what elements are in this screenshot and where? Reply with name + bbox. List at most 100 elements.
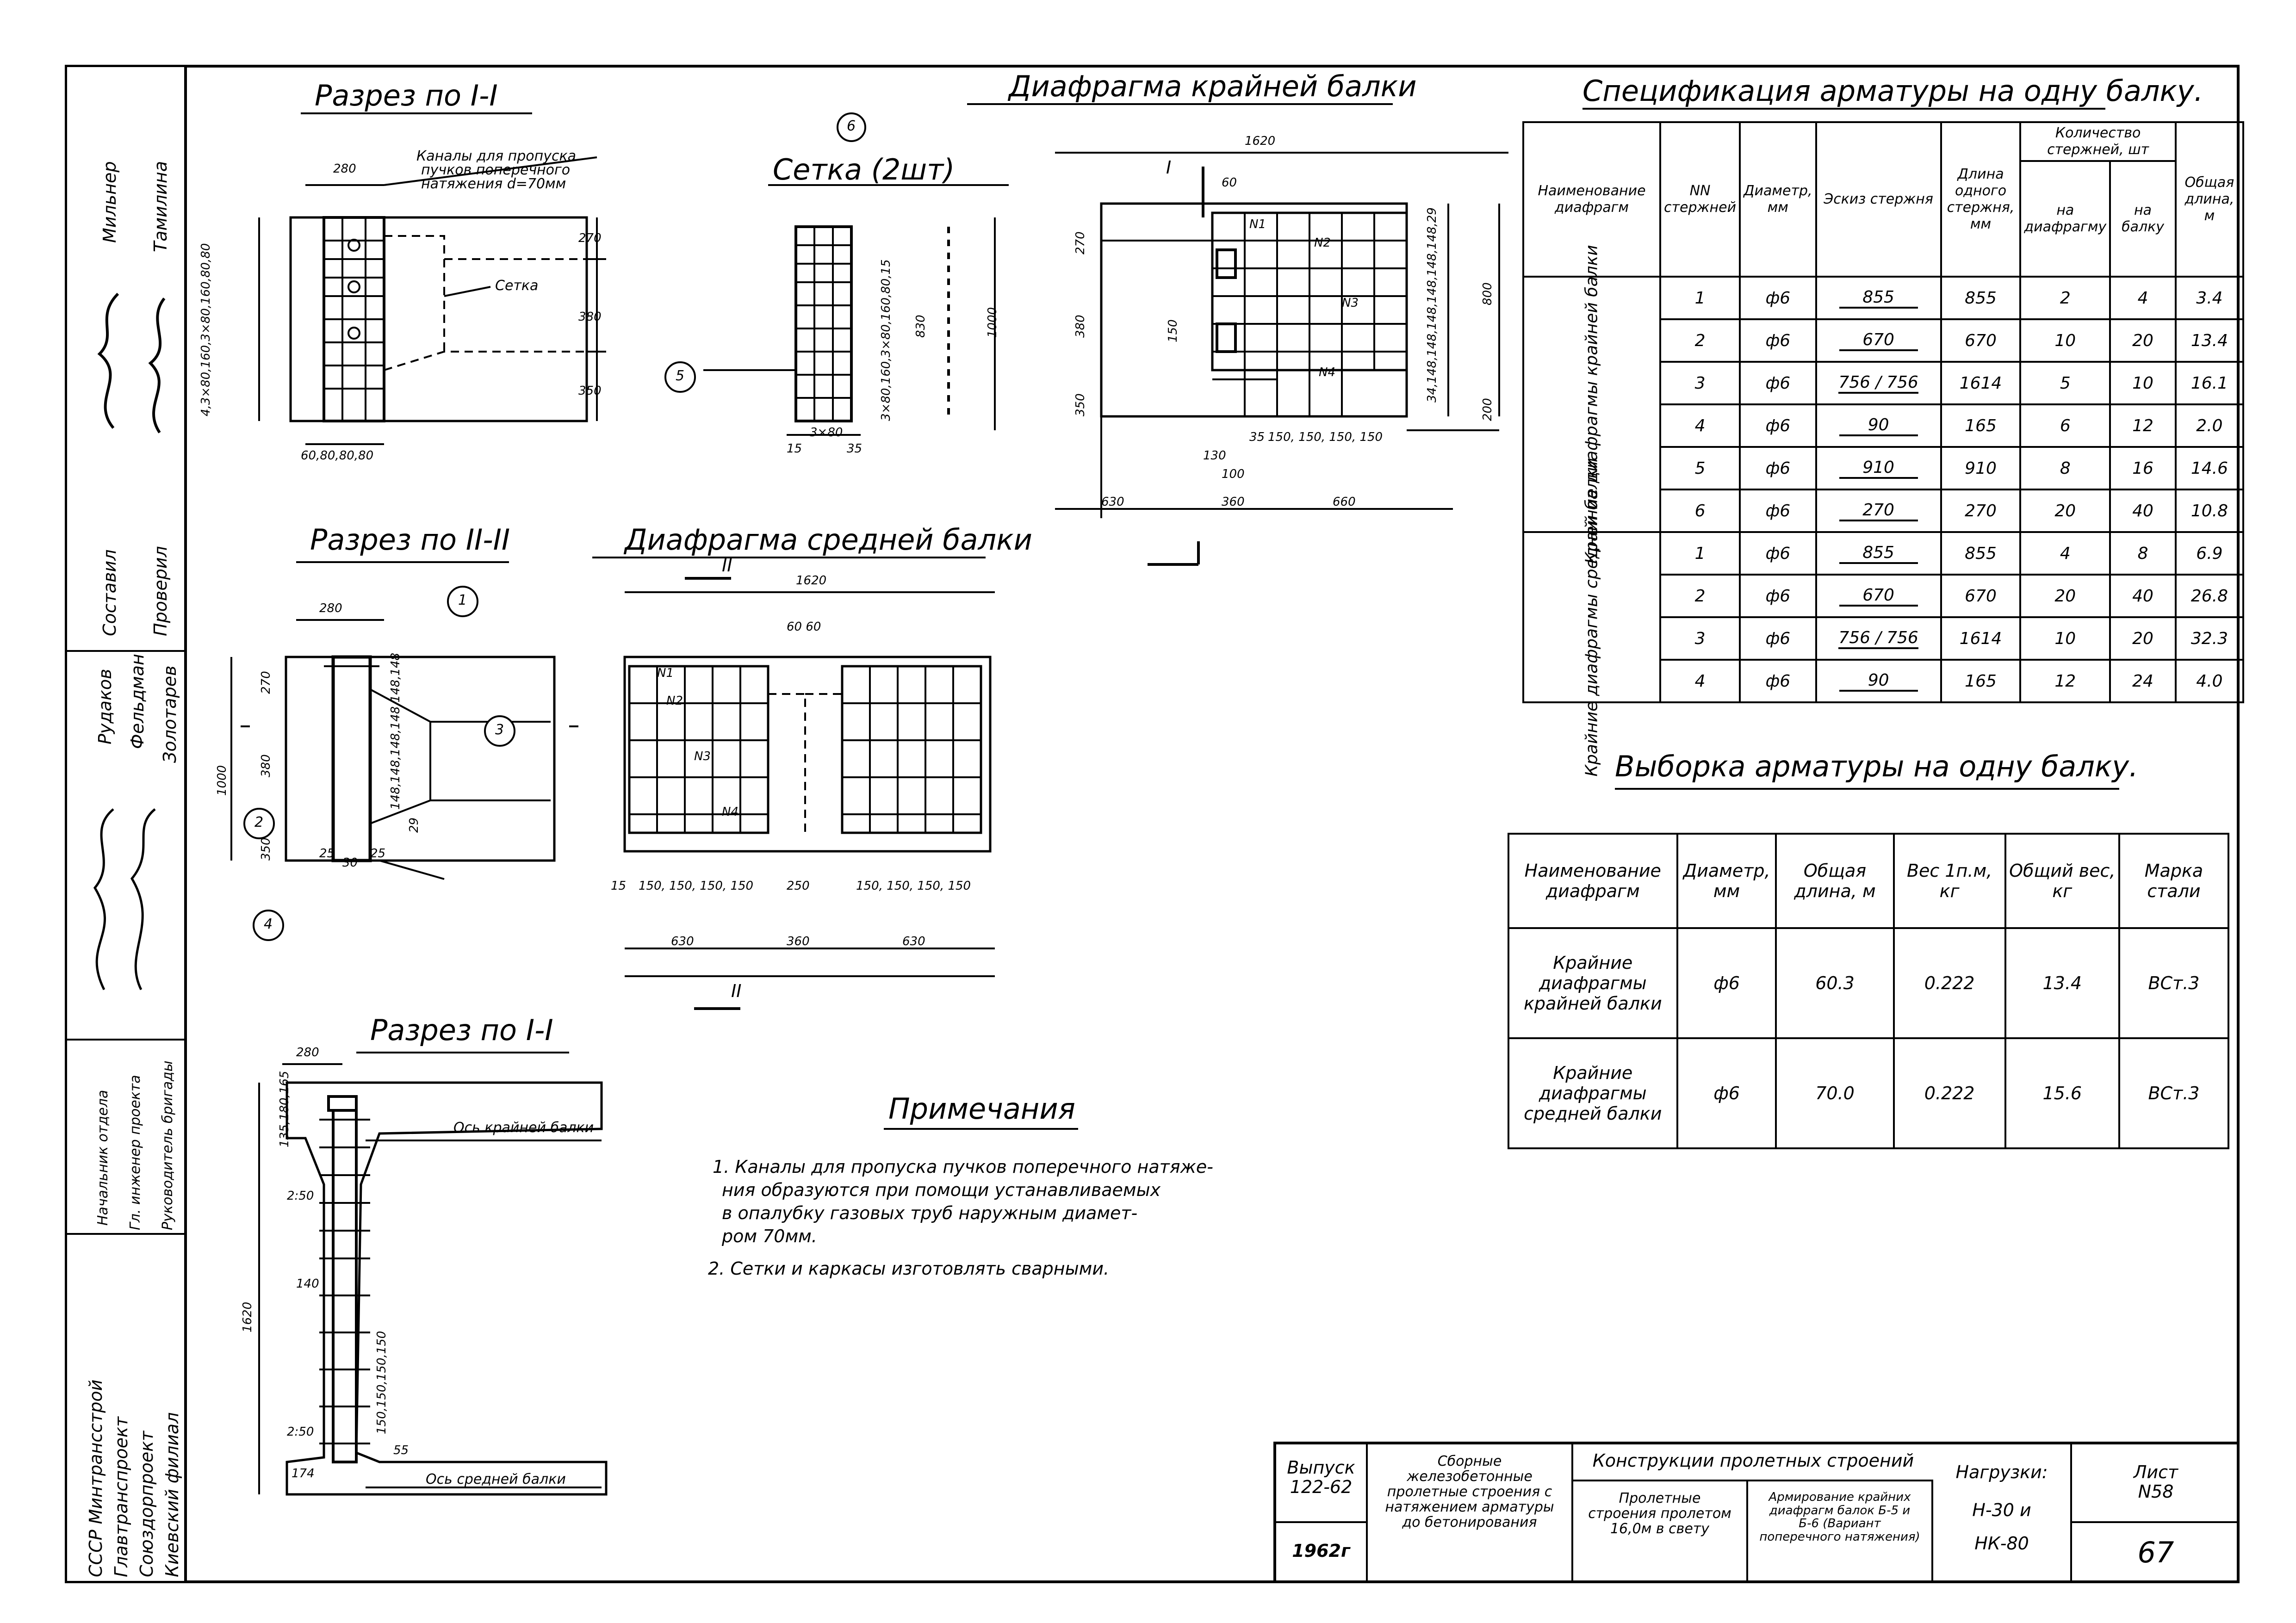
edge-dim-150s: 150, 150, 150, 150 xyxy=(1268,430,1383,444)
mid-dim-60: 60 60 xyxy=(787,620,821,634)
bar-sketch: 855 xyxy=(1839,288,1918,309)
section-1-view xyxy=(258,156,606,445)
tb-sheet: N58 xyxy=(2138,1481,2174,1502)
s1-dim-380: 380 xyxy=(578,310,602,324)
signature-1 xyxy=(86,285,137,437)
cell: 2 xyxy=(1659,574,1741,618)
stamp-block-2: Рудаков Фельдман Золотарев xyxy=(67,650,184,1039)
bar-sketch: 756 / 756 xyxy=(1838,373,1918,394)
edge-dim-380: 380 xyxy=(1074,315,1087,338)
cell: 70.0 xyxy=(1775,1037,1895,1149)
setka-callout: Сетка xyxy=(495,278,539,294)
tb-year: 1962г xyxy=(1276,1523,1368,1583)
edge-dim-360: 360 xyxy=(1222,495,1245,509)
edge-dim-vertical: 34,148,148,148,148,148,148,29 xyxy=(1425,207,1439,403)
notes-line-2: ния образуются при помощи устанавливаемы… xyxy=(722,1180,1161,1200)
cell: Крайние диафрагмы средней балки xyxy=(1508,1037,1678,1149)
s3-dim-150s: 150,150,150,150 xyxy=(375,1331,389,1434)
bar-sketch: 90 xyxy=(1839,671,1918,692)
notes-line-3: в опалубку газовых труб наружным диамет- xyxy=(722,1203,1138,1223)
vyb-header-diam: Диаметр, мм xyxy=(1676,833,1777,929)
cell: 60.3 xyxy=(1775,927,1895,1039)
cell: 26.8 xyxy=(2174,574,2245,618)
mid-section-mark: II xyxy=(722,555,732,576)
cell: 8 xyxy=(2109,531,2177,576)
table-row: 2 ф6 670 670 10 20 13.4 xyxy=(1523,318,2245,363)
tb-load-2: НК-80 xyxy=(1974,1533,2029,1554)
signature-3 xyxy=(76,805,178,999)
cell: 4 xyxy=(1659,403,1741,448)
bar-sketch: 910 xyxy=(1839,458,1918,479)
vyb-header-steel: Марка стали xyxy=(2118,833,2230,929)
cell: 2 xyxy=(1659,318,1741,363)
edge-dim-150: 150 xyxy=(1166,319,1180,342)
s2-dim-25b: 25 xyxy=(370,847,386,861)
setka-dim-6: 1000 xyxy=(986,307,999,338)
table-row: Крайние диафрагмы крайней балки ф6 60.3 … xyxy=(1508,927,2230,1039)
table-row: 3 ф6 756 / 756 1614 5 10 16.1 xyxy=(1523,361,2245,405)
s3-dim-slope-2: 2:50 xyxy=(287,1425,314,1439)
cell: 1614 xyxy=(1940,361,2022,405)
cell: 1 xyxy=(1659,531,1741,576)
s2-dim-350: 350 xyxy=(259,837,273,861)
cell: 165 xyxy=(1940,659,2022,703)
marker-2: 2 xyxy=(254,814,264,830)
notes-line-4: ром 70мм. xyxy=(722,1226,817,1246)
section-2-title: Разрез по II-II xyxy=(310,523,510,557)
s2-dim-280: 280 xyxy=(319,601,342,615)
s1-dim-350: 350 xyxy=(578,384,602,398)
cell: 10 xyxy=(2109,361,2177,405)
s1-dim-bottom: 60,80,80,80 xyxy=(301,449,374,463)
s3-dim-1620: 1620 xyxy=(241,1301,254,1332)
cell: 855 xyxy=(1940,531,2022,576)
tb-span: Пролетные строения пролетом 16,0м в свет… xyxy=(1573,1481,1748,1583)
mid-dim-150s-left: 150, 150, 150, 150 xyxy=(639,879,754,893)
marker-1: 1 xyxy=(458,592,467,608)
mid-dim-630a: 630 xyxy=(671,935,694,948)
marker-6: 6 xyxy=(847,118,856,134)
bar-sketch: 270 xyxy=(1839,501,1918,521)
notes-line-5: 2. Сетки и каркасы изготовлять сварными. xyxy=(708,1258,1110,1279)
notes-title: Примечания xyxy=(888,1092,1075,1126)
tb-page: 67 xyxy=(2137,1536,2174,1569)
cell: 855 xyxy=(1815,531,1942,576)
middle-diaphragm-view xyxy=(623,577,995,1010)
setka-dim-4: 3×80,160,3×80,160,80,15 xyxy=(879,259,893,421)
vyb-header-w1: Вес 1п.м, кг xyxy=(1893,833,2006,929)
spec-table: Наименование диафрагм NN стержней Диамет… xyxy=(1522,121,2245,777)
tb-sheet-cell: Лист N58 xyxy=(2072,1444,2240,1523)
channels-label-2: пучков поперечного xyxy=(421,162,571,178)
mid-section-mark-bottom: II xyxy=(731,981,742,1001)
bar-label-n2: N2 xyxy=(1314,236,1331,250)
channels-label-3: натяжения d=70мм xyxy=(421,176,566,192)
cell: 90 xyxy=(1815,403,1942,448)
cell: 16.1 xyxy=(2174,361,2245,405)
edge-beam-axis-label: Ось крайней балки xyxy=(453,1120,594,1136)
cell: 12 xyxy=(2019,659,2111,703)
spec-header-qty: Количество стержней, шт xyxy=(2019,121,2177,162)
cell: 13.4 xyxy=(2174,318,2245,363)
mid-dim-150s-right: 150, 150, 150, 150 xyxy=(856,879,971,893)
marker-4: 4 xyxy=(264,916,273,932)
spec-title: Спецификация арматуры на одну балку. xyxy=(1582,74,2203,108)
cell: 756 / 756 xyxy=(1815,361,1942,405)
s1-dim-vertical: 4,3×80,160,3×80,160,80,80 xyxy=(199,243,213,416)
table-row: Крайние диафрагмы крайней балки 1 ф6 855… xyxy=(1522,245,2245,564)
cell: ф6 xyxy=(1739,276,1817,320)
spec-header-num: NN стержней xyxy=(1659,121,1741,278)
edge-dim-130: 130 xyxy=(1203,449,1226,463)
s2-dim-380: 380 xyxy=(259,754,273,777)
drawing-frame xyxy=(184,65,2240,1583)
bar-sketch: 90 xyxy=(1839,415,1918,436)
bar-label-n1: N1 xyxy=(1249,217,1266,231)
tb-loads-cell: Нагрузки: Н-30 и НК-80 xyxy=(1933,1444,2072,1583)
cell: ф6 xyxy=(1739,659,1817,703)
cell: Крайние диафрагмы крайней балки xyxy=(1508,927,1678,1039)
signature-2 xyxy=(137,285,183,437)
cell: 16 xyxy=(2109,446,2177,490)
cell: 855 xyxy=(1940,276,2022,320)
mid-dim-630b: 630 xyxy=(902,935,925,948)
marker-5: 5 xyxy=(676,368,685,384)
binding-strip: Мильнер Тамилина Составил Проверил Рудак… xyxy=(65,65,184,1583)
cell: 6.9 xyxy=(2174,531,2245,576)
